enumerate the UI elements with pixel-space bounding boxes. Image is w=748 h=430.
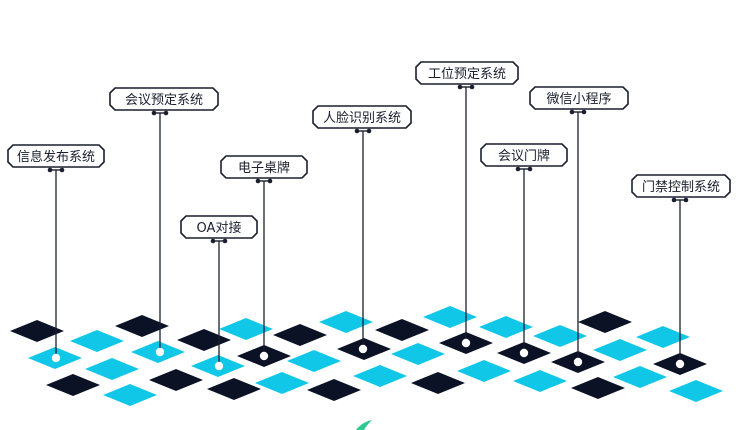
floor-tile-cyan <box>423 306 477 328</box>
floor-tile-dark <box>115 315 169 337</box>
floor-tile-cyan <box>457 360 511 382</box>
decorative-leaf <box>356 420 372 430</box>
floor-tile-cyan <box>287 350 341 372</box>
floor-marker <box>675 359 685 369</box>
floor-tile-dark <box>273 324 327 346</box>
floor-tile-cyan <box>103 384 157 406</box>
floor-marker <box>461 338 471 348</box>
floor-tile-cyan <box>593 339 647 361</box>
floor-tile-dark <box>375 319 429 341</box>
node-label: OA对接 <box>197 220 242 236</box>
node-label: 微信小程序 <box>546 92 611 107</box>
label-frame <box>109 87 219 111</box>
node-oa-integration: OA对接 <box>180 215 258 239</box>
node-meeting-booking: 会议预定系统 <box>109 87 219 111</box>
floor-tile-dark <box>46 374 100 396</box>
floor-tile-dark <box>10 320 64 342</box>
node-face-recognition: 人脸识别系统 <box>312 105 412 129</box>
floor-tile-dark <box>207 378 261 400</box>
floor-tile-dark <box>149 369 203 391</box>
label-frame <box>415 61 519 85</box>
system-labels: 信息发布系统 会议预定系统 OA对接 电子桌牌 人脸识别系统 工位预定系统 会议… <box>7 61 731 239</box>
floor-tile-cyan <box>513 370 567 392</box>
node-label: 人脸识别系统 <box>323 111 401 126</box>
floor-tile-cyan <box>613 366 667 388</box>
floor-tile-cyan <box>636 326 690 348</box>
label-frame <box>312 105 412 129</box>
node-e-nameplate: 电子桌牌 <box>220 155 308 179</box>
node-meeting-doorplate: 会议门牌 <box>480 143 568 167</box>
floor-marker <box>51 353 61 363</box>
floor-marker <box>155 347 165 357</box>
label-frame <box>631 174 731 198</box>
node-label: 会议门牌 <box>498 148 550 164</box>
node-label: 工位预定系统 <box>428 67 506 82</box>
node-access-control: 门禁控制系统 <box>631 174 731 198</box>
connector-lines <box>47 84 689 371</box>
floor-tile-cyan <box>391 343 445 365</box>
floor-marker <box>358 344 368 354</box>
floor-tile-cyan <box>85 358 139 380</box>
label-frame <box>7 144 105 168</box>
floor-tile-cyan <box>319 311 373 333</box>
floor-tiles <box>10 306 723 406</box>
node-wechat-miniapp: 微信小程序 <box>529 86 629 110</box>
floor-tile-dark <box>571 377 625 399</box>
floor-tile-cyan <box>255 372 309 394</box>
node-label: 电子桌牌 <box>238 160 290 176</box>
floor-tile-cyan <box>70 330 124 352</box>
floor-marker <box>519 348 529 358</box>
floor-tile-cyan <box>533 325 587 347</box>
node-label: 会议预定系统 <box>125 93 203 108</box>
floor-tile-dark <box>307 379 361 401</box>
label-frame <box>180 215 258 239</box>
floor-tile-cyan <box>219 318 273 340</box>
node-info-publish: 信息发布系统 <box>7 144 105 168</box>
floor-marker <box>573 357 583 367</box>
floor-tile-dark <box>411 372 465 394</box>
floor-tile-dark <box>578 311 632 333</box>
node-workstation-booking: 工位预定系统 <box>415 61 519 85</box>
label-frame <box>480 143 568 167</box>
floor-tile-cyan <box>479 316 533 338</box>
floor-tile-dark <box>177 329 231 351</box>
floor-tile-cyan <box>669 380 723 402</box>
floor-marker <box>259 351 269 361</box>
label-frame <box>220 155 308 179</box>
floor-tile-cyan <box>353 365 407 387</box>
node-label: 信息发布系统 <box>17 149 95 165</box>
node-label: 门禁控制系统 <box>642 180 720 195</box>
floor-marker <box>214 361 224 371</box>
label-frame <box>529 86 629 110</box>
